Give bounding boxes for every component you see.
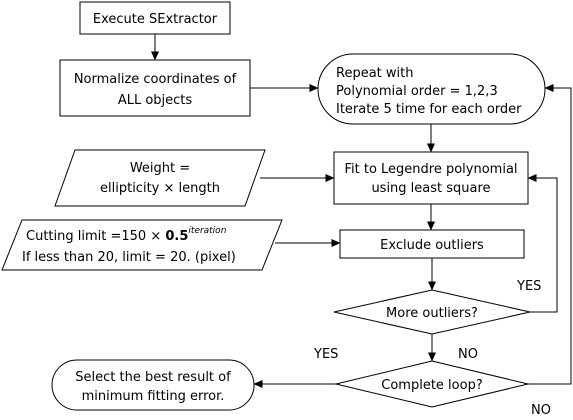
node-repeat-line2: Polynomial order = 1,2,3: [336, 84, 498, 99]
edge-label-complete-yes: YES: [313, 347, 338, 362]
arrow-more-yes-to-fit: [527, 174, 558, 313]
node-best-line2: minimum fitting error.: [82, 389, 225, 404]
node-weight: Weight = ellipticity × length: [54, 149, 266, 207]
node-select-best: Select the best result of minimum fittin…: [51, 359, 255, 411]
node-normalize-line2: ALL objects: [118, 93, 193, 108]
node-normalize-line1: Normalize coordinates of: [74, 72, 237, 87]
node-cutting-exponent: iteration: [188, 226, 226, 236]
node-fit-line1: Fit to Legendre polynomial: [344, 162, 517, 177]
node-complete-loop: Complete loop?: [335, 360, 529, 408]
edge-label-complete-no: NO: [531, 403, 551, 418]
node-exclude-label: Exclude outliers: [380, 238, 484, 253]
edge-label-more-no: NO: [458, 347, 478, 362]
node-normalize-coordinates: Normalize coordinates of ALL objects: [59, 59, 251, 117]
node-repeat-line3: Iterate 5 time for each order: [336, 102, 522, 117]
node-cutting-limit: Cutting limit =150 × 0.5iteration If les…: [1, 219, 283, 271]
node-cutting-line1: Cutting limit =150 × 0.5iteration: [26, 226, 227, 244]
node-repeat-loop: Repeat with Polynomial order = 1,2,3 Ite…: [317, 53, 546, 125]
node-more-outliers: More outliers?: [333, 289, 531, 335]
edge-label-more-yes: YES: [516, 279, 541, 294]
node-complete-label: Complete loop?: [381, 378, 482, 393]
node-exclude-outliers: Exclude outliers: [339, 229, 525, 259]
arrow-complete-no-to-repeat: [528, 84, 572, 385]
node-weight-line2: ellipticity × length: [100, 181, 220, 196]
node-cutting-prefix: Cutting limit =150 ×: [26, 229, 165, 244]
node-fit-line2: using least square: [371, 181, 490, 196]
node-repeat-line1: Repeat with: [336, 66, 413, 81]
node-cutting-base: 0.5: [165, 229, 188, 244]
node-weight-line1: Weight =: [130, 161, 190, 176]
node-more-label: More outliers?: [386, 306, 478, 321]
node-fit-legendre: Fit to Legendre polynomial using least s…: [333, 151, 529, 205]
node-best-line1: Select the best result of: [75, 370, 231, 385]
node-cutting-line2: If less than 20, limit = 20. (pixel): [22, 250, 236, 265]
node-execute-label: Execute SExtractor: [93, 12, 218, 27]
node-execute-sextractor: Execute SExtractor: [79, 1, 231, 35]
